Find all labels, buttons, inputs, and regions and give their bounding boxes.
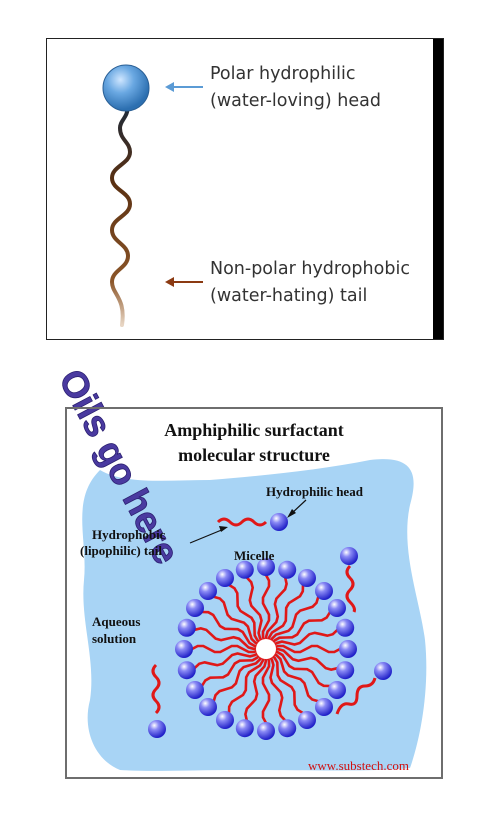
diagram-title-line1: Amphiphilic surfactant bbox=[164, 420, 344, 440]
head-label-line1: Polar hydrophilic bbox=[210, 64, 356, 84]
micelle-head bbox=[298, 711, 316, 729]
micelle-tail bbox=[193, 649, 262, 670]
micelle-head bbox=[177, 661, 196, 680]
hydrophilic-head bbox=[102, 64, 150, 112]
micelle-head bbox=[235, 719, 254, 738]
aqueous-label-line1: Aqueous bbox=[92, 614, 141, 629]
micelle-head bbox=[175, 640, 193, 658]
micelle-tail bbox=[213, 595, 263, 647]
micelle-diagram-panel bbox=[65, 407, 443, 779]
micelle-head bbox=[177, 618, 196, 637]
micelle-tail bbox=[268, 596, 320, 646]
hydrophobic-tail bbox=[109, 103, 133, 327]
micelle-tail bbox=[264, 577, 288, 644]
tail-pointer bbox=[189, 526, 228, 544]
micelle-tail bbox=[267, 584, 305, 644]
micelle-tail bbox=[228, 583, 264, 645]
micelle-tail bbox=[191, 644, 261, 654]
micelle-tail bbox=[268, 653, 304, 715]
micelle-head bbox=[278, 719, 297, 738]
micelle-tail bbox=[271, 647, 338, 671]
micelle-head bbox=[216, 569, 234, 587]
micelle-head bbox=[186, 599, 204, 617]
micelle-head bbox=[199, 698, 217, 716]
micelle-tail bbox=[200, 651, 262, 687]
micelle-head bbox=[257, 558, 275, 576]
hydrophilic-head-label: Hydrophilic head bbox=[266, 484, 363, 499]
diagram-title-line2: molecular structure bbox=[178, 445, 330, 465]
micelle-tail bbox=[245, 576, 266, 645]
aqueous-label-line2: solution bbox=[92, 631, 137, 646]
micelle-tail bbox=[244, 654, 268, 721]
micelle-core bbox=[256, 639, 276, 659]
micelle-tail bbox=[269, 651, 319, 703]
micelle-head bbox=[339, 640, 357, 658]
micelle-label: Micelle bbox=[234, 548, 275, 563]
micelle-head bbox=[328, 681, 346, 699]
micelle-tail bbox=[271, 644, 341, 654]
head-label-line2: (water-loving) head bbox=[210, 91, 381, 111]
micelle-head bbox=[216, 711, 234, 729]
micelle-head bbox=[186, 681, 204, 699]
micelle-head bbox=[298, 569, 316, 587]
micelle-tail bbox=[227, 654, 265, 714]
micelle-tail bbox=[194, 627, 261, 651]
tail-label-line1-bottom: Hydrophobic bbox=[92, 527, 166, 542]
micelle-head bbox=[235, 560, 254, 579]
credit-url: www.substech.com bbox=[308, 758, 409, 773]
micelle-tail bbox=[201, 610, 261, 648]
micelle-head bbox=[199, 582, 217, 600]
hydrophilic-head-pointer bbox=[287, 499, 307, 518]
micelle-tail bbox=[271, 650, 331, 688]
free-surfactant-right-bottom bbox=[335, 662, 392, 715]
free-surfactant-left-bottom bbox=[148, 663, 166, 738]
micelle-head bbox=[328, 599, 346, 617]
micelle-head bbox=[336, 618, 355, 637]
micelle-head bbox=[315, 582, 333, 600]
free-surfactant-top bbox=[216, 513, 288, 531]
micelle bbox=[175, 558, 357, 740]
head-arrow bbox=[165, 82, 203, 92]
tail-arrow bbox=[165, 277, 203, 287]
micelle-head bbox=[278, 560, 297, 579]
micelle-tail bbox=[212, 652, 264, 702]
tail-label-line2: (water-hating) tail bbox=[210, 286, 368, 306]
micelle-head bbox=[257, 722, 275, 740]
micelle-head bbox=[336, 661, 355, 680]
micelle-tail bbox=[270, 628, 339, 649]
panel-side-bar bbox=[433, 39, 443, 339]
micelle-tail bbox=[261, 654, 271, 724]
micelle-head bbox=[315, 698, 333, 716]
tail-label-line2-bottom: (lipophilic) tail bbox=[80, 543, 162, 558]
micelle-tail bbox=[266, 653, 287, 722]
free-surfactant-right-top bbox=[340, 547, 358, 613]
micelle-tail bbox=[261, 574, 271, 644]
tail-label-line1: Non-polar hydrophobic bbox=[210, 259, 410, 279]
micelle-tail bbox=[270, 611, 332, 647]
